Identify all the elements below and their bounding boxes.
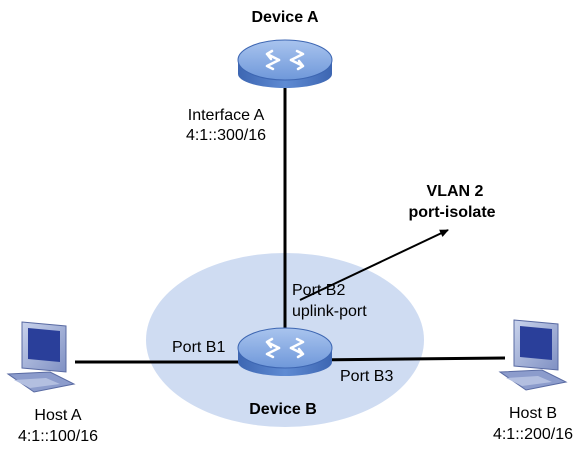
port-b1-label: Port B1: [172, 339, 226, 356]
arrow-icon: [299, 229, 449, 301]
host-a-label: Host A: [34, 407, 82, 424]
host-b-label: Host B: [508, 405, 558, 422]
pc-icon: [498, 319, 568, 391]
port-b3-label: Port B3: [340, 368, 394, 385]
port-isolate-label: port-isolate: [408, 204, 496, 221]
device-a-label: Device A: [251, 9, 319, 26]
host-b-address: 4:1::200/16: [492, 426, 574, 443]
switch-icon: [237, 39, 333, 88]
host-a-address: 4:1::100/16: [17, 428, 99, 445]
interface-a-address: 4:1::300/16: [185, 127, 267, 144]
switch-icon: [237, 327, 333, 376]
pc-icon: [6, 321, 76, 393]
interface-a-label: Interface A: [187, 107, 265, 124]
port-b2-label: Port B2: [292, 282, 346, 299]
vlan-label: VLAN 2: [426, 183, 484, 200]
uplink-port-label: uplink-port: [292, 303, 367, 320]
device-b-label: Device B: [249, 401, 317, 418]
link-device-b-to-host-b: [309, 356, 506, 362]
